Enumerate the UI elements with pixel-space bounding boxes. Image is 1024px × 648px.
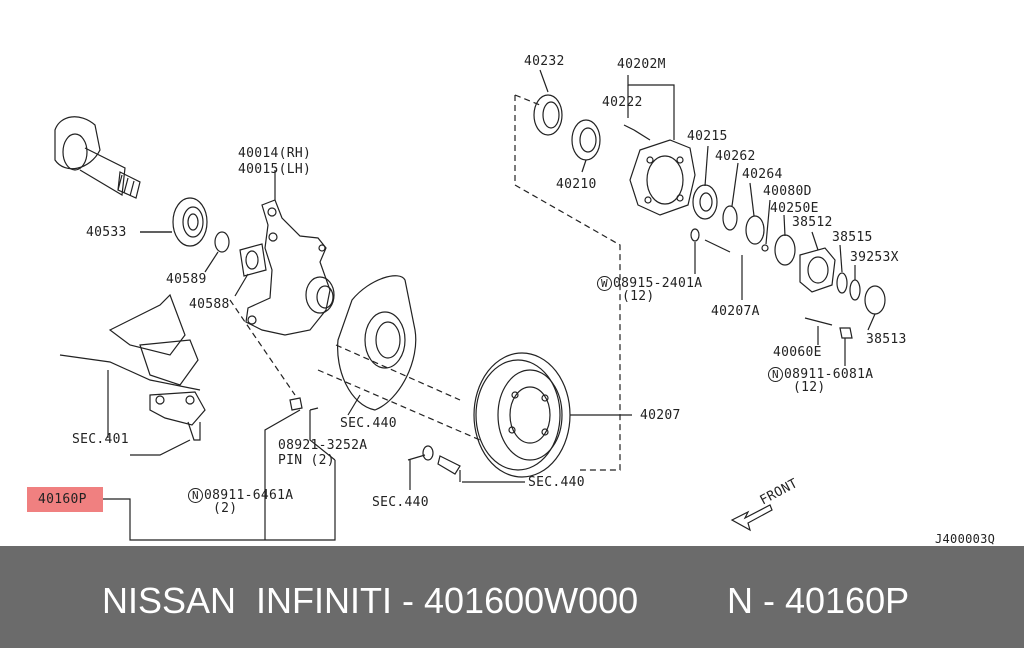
front-arrow-icon <box>730 504 773 532</box>
label-40264: 40264 <box>742 167 783 182</box>
footer-code: N - 40160P <box>727 580 910 621</box>
label-39253x: 39253X <box>850 250 899 265</box>
label-40215: 40215 <box>687 129 728 144</box>
label-38513: 38513 <box>866 332 907 347</box>
free-wheel-hub-drawing <box>799 247 836 293</box>
n-circle-icon: N <box>188 488 203 503</box>
part-40080d-drawing <box>761 244 769 252</box>
rotor-drawing <box>473 352 632 478</box>
part-number-footer: NISSAN INFINITI - 401600W000 N - 40160P <box>0 546 1024 648</box>
nut-08911-drawing <box>839 327 853 339</box>
stud-drawing <box>804 317 833 326</box>
exploded-view-drawing <box>54 69 886 541</box>
label-38515: 38515 <box>832 230 873 245</box>
lower-arm-drawing <box>59 293 201 435</box>
label-40232: 40232 <box>524 54 565 69</box>
hub-drawing <box>629 139 696 216</box>
ring-39253x-drawing <box>849 279 861 301</box>
label-40207: 40207 <box>640 408 681 423</box>
label-08915-qty: (12) <box>622 289 655 304</box>
label-40262: 40262 <box>715 149 756 164</box>
w-circle-icon: W <box>597 276 612 291</box>
seal-40232-drawing <box>533 94 563 136</box>
parts-diagram: 40232 40202M 40222 40215 40262 40264 400… <box>27 54 996 546</box>
label-08911-6081a-qty: (12) <box>793 380 826 395</box>
snap-ring-drawing <box>836 272 848 294</box>
bearing-40533-drawing <box>140 197 208 247</box>
label-40207a: 40207A <box>711 304 760 319</box>
label-40589: 40589 <box>166 272 207 287</box>
gasket-40250e-drawing <box>774 234 796 266</box>
label-sec440-bolt: SEC.440 <box>528 475 585 490</box>
bolt-drawing <box>437 455 461 475</box>
bolt-40207a-drawing <box>704 239 731 253</box>
knuckle-drawing <box>245 199 335 336</box>
ball-joint-drawing <box>149 391 206 441</box>
label-sec440-washer: SEC.440 <box>372 495 429 510</box>
drive-shaft-drawing <box>54 116 141 199</box>
nut-drawing <box>289 397 303 411</box>
label-pin-qty: PIN (2) <box>278 453 335 468</box>
label-38512: 38512 <box>792 215 833 230</box>
label-40210: 40210 <box>556 177 597 192</box>
washer-08915-drawing <box>690 228 700 242</box>
label-40250e: 40250E <box>770 201 819 216</box>
washer-drawing <box>422 445 434 461</box>
label-40533: 40533 <box>86 225 127 240</box>
pin-drawing <box>309 407 319 411</box>
n-circle-icon: N <box>768 367 783 382</box>
label-40222: 40222 <box>602 95 643 110</box>
cap-38513-drawing <box>864 285 886 315</box>
highlighted-part-40160p[interactable]: 40160P <box>27 487 103 512</box>
label-40060e: 40060E <box>773 345 822 360</box>
washer-40262-drawing <box>722 205 738 231</box>
label-40015: 40015(LH) <box>238 162 312 177</box>
label-40014: 40014(RH) <box>238 146 312 161</box>
label-sec440-backing: SEC.440 <box>340 416 397 431</box>
bolt-40222-drawing <box>623 124 651 141</box>
label-08921-3252a: 08921-3252A <box>278 438 368 453</box>
diagram-code: J400003Q <box>935 532 996 546</box>
bushing-40588-drawing <box>239 243 267 277</box>
label-40588: 40588 <box>189 297 230 312</box>
ring-40589-drawing <box>214 231 230 253</box>
plate-40264-drawing <box>745 215 765 245</box>
footer-brand-part: NISSAN INFINITI - 401600W000 <box>102 580 639 621</box>
bearing-40215-drawing <box>692 184 718 220</box>
label-40202m: 40202M <box>617 57 666 72</box>
label-40080d: 40080D <box>763 184 812 199</box>
backing-plate-drawing <box>337 275 417 411</box>
label-sec401: SEC.401 <box>72 432 129 447</box>
label-08911-6461a-qty: (2) <box>213 501 238 516</box>
